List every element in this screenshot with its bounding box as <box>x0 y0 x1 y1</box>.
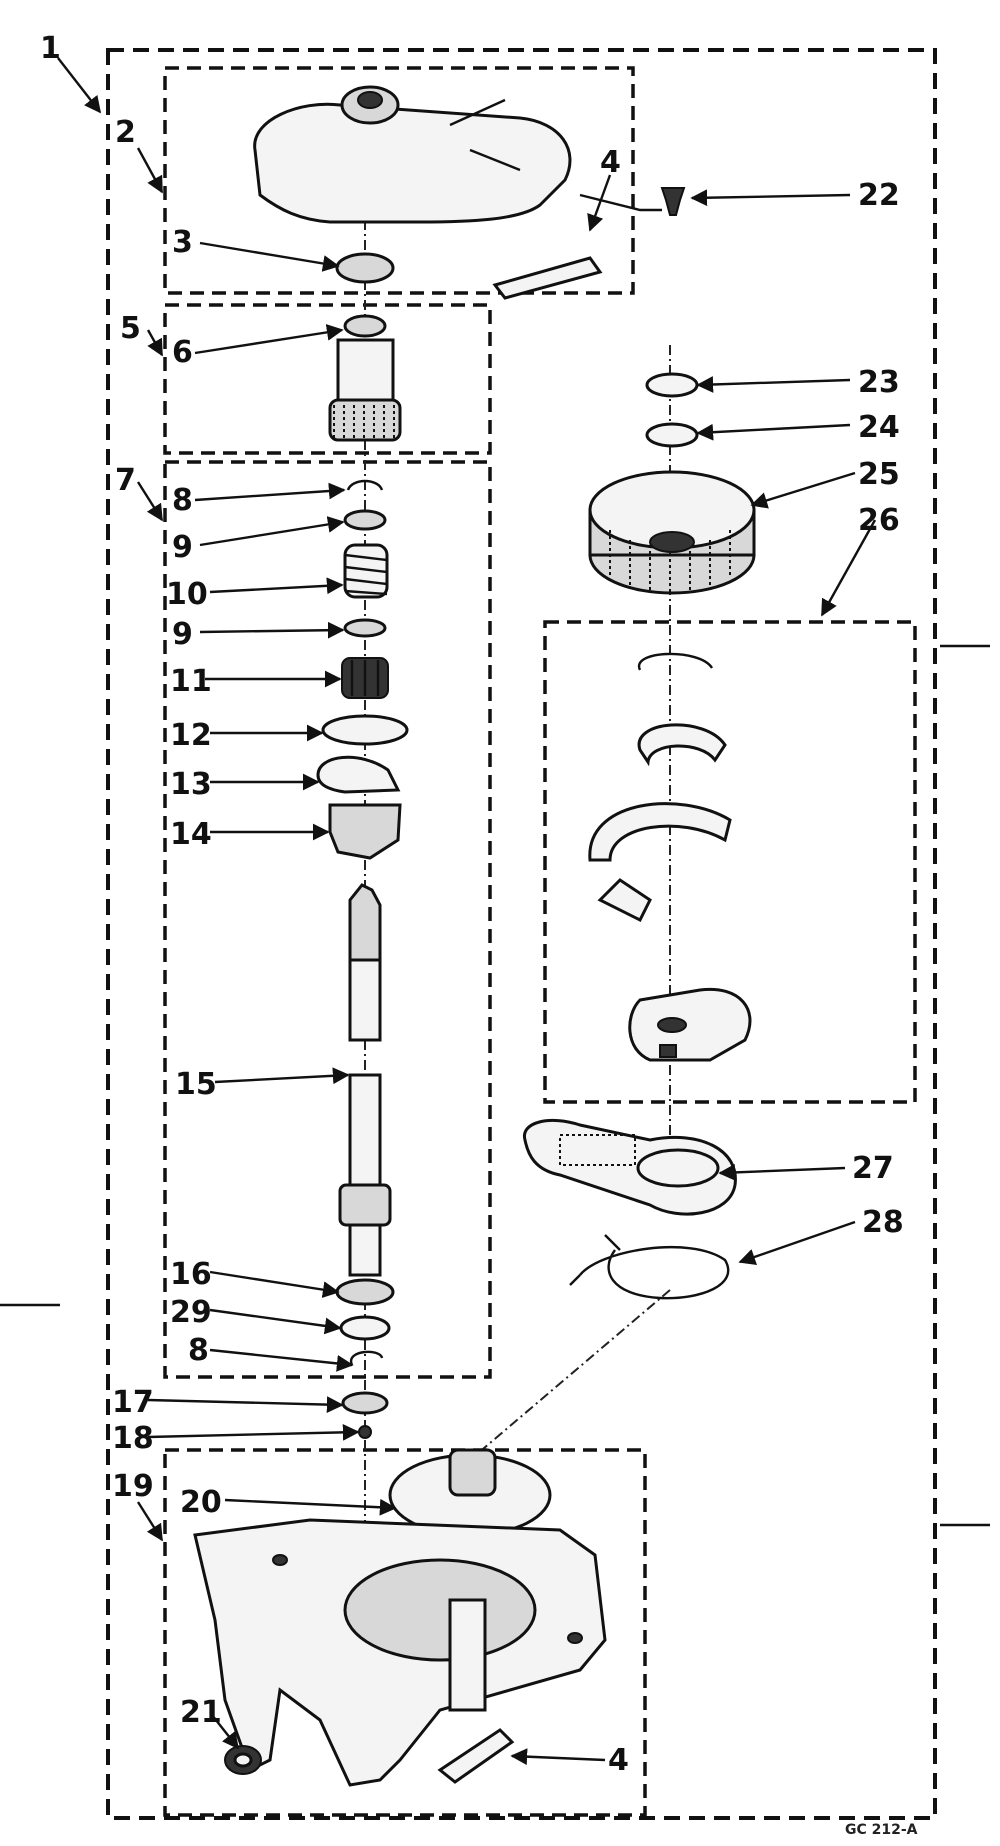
main-gear <box>588 470 756 595</box>
seal <box>335 252 395 284</box>
agitator-shaft <box>338 883 392 1277</box>
grease-tube-top <box>492 256 603 300</box>
label-4-bottom: 4 <box>608 1743 629 1778</box>
label-27: 27 <box>852 1151 894 1186</box>
wire-spring <box>569 1234 730 1300</box>
label-2: 2 <box>115 115 136 150</box>
box-clutch-assembly <box>543 620 917 1104</box>
leader-lines <box>57 57 877 1766</box>
box-gear-case-cover <box>163 66 635 295</box>
washer-24 <box>645 422 699 448</box>
label-29: 29 <box>170 1295 212 1330</box>
washer-top <box>343 314 387 338</box>
spring <box>343 543 389 599</box>
washer-23 <box>645 372 699 398</box>
connecting-axis <box>469 1289 671 1461</box>
label-21: 21 <box>180 1695 222 1730</box>
washer-9-bottom <box>343 618 387 638</box>
label-17: 17 <box>112 1385 154 1420</box>
label-28: 28 <box>862 1205 904 1240</box>
retainer-ring-8-bottom <box>349 1350 384 1366</box>
box-gear-housing <box>163 1448 647 1817</box>
seal-ring <box>321 714 409 746</box>
label-9-top: 9 <box>172 530 193 565</box>
screw <box>660 187 686 216</box>
label-20: 20 <box>180 1485 222 1520</box>
clutch-hub <box>328 803 402 860</box>
label-13: 13 <box>170 767 212 802</box>
label-15: 15 <box>175 1067 217 1102</box>
label-4-top: 4 <box>600 145 621 180</box>
label-24: 24 <box>858 410 900 445</box>
label-11: 11 <box>170 664 212 699</box>
bearing <box>335 1278 395 1306</box>
label-16: 16 <box>170 1257 212 1292</box>
label-18: 18 <box>112 1421 154 1456</box>
drawing-code: GC 212-A <box>845 1822 918 1838</box>
label-6: 6 <box>172 335 193 370</box>
ball-18 <box>358 1425 372 1439</box>
box-agitator-shaft <box>163 460 492 1379</box>
label-14: 14 <box>170 817 212 852</box>
retainer-ring-8-top <box>346 479 384 491</box>
label-10: 10 <box>166 577 208 612</box>
shifter-lever <box>523 1118 737 1216</box>
drive-gear <box>341 657 389 699</box>
washer-29 <box>339 1315 391 1341</box>
label-26: 26 <box>858 503 900 538</box>
label-3: 3 <box>172 225 193 260</box>
grease-tube-bottom <box>437 1728 515 1784</box>
label-9-bottom: 9 <box>172 617 193 652</box>
label-25: 25 <box>858 457 900 492</box>
label-8-bottom: 8 <box>188 1333 209 1368</box>
label-7: 7 <box>115 463 136 498</box>
washer-nut <box>224 1745 262 1775</box>
gear-case-cover <box>253 85 572 224</box>
label-23: 23 <box>858 365 900 400</box>
clutch-parts <box>588 652 752 1062</box>
label-5: 5 <box>120 311 141 346</box>
label-8-top: 8 <box>172 483 193 518</box>
assembly-frame <box>106 48 937 1820</box>
box-pinion-group <box>163 303 492 455</box>
label-12: 12 <box>170 718 212 753</box>
label-22: 22 <box>858 178 900 213</box>
gear-housing <box>193 1448 607 1787</box>
cam <box>316 755 401 794</box>
washer-17 <box>341 1391 389 1415</box>
label-19: 19 <box>112 1469 154 1504</box>
pinion <box>328 338 402 442</box>
label-1: 1 <box>40 31 61 66</box>
washer-9-top <box>343 509 387 531</box>
